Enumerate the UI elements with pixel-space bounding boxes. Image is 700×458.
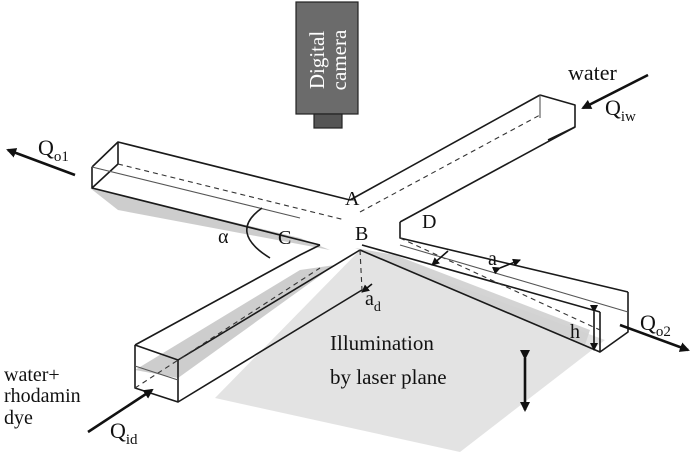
camera-label-line2: camera: [327, 29, 351, 90]
laser-plane: [215, 250, 605, 452]
dim-ad-arrow-1: [431, 250, 449, 266]
left-arm-hidden: [117, 163, 346, 221]
q-o2-label: Qo2: [640, 310, 671, 340]
dye-label-line1: water+: [4, 364, 60, 386]
angle-alpha-label: α: [218, 226, 229, 248]
point-c-label: C: [278, 227, 291, 249]
left-arm-mid-line: [91, 166, 301, 219]
outlet-o2-arrow: [619, 323, 690, 352]
camera-body: [295, 1, 359, 115]
lower-arm-top-edge: [134, 244, 321, 346]
point-d-label: D: [422, 211, 436, 233]
dim-ad-label: ad: [365, 288, 381, 315]
point-b-label: B: [355, 223, 368, 245]
point-a-label: A: [345, 188, 360, 210]
q-iw-label: Qiw: [605, 95, 636, 125]
dim-h-label: h: [570, 321, 580, 343]
upper-arm-hidden: [359, 114, 541, 213]
q-id-label: Qid: [110, 418, 138, 448]
lower-arm-bottom-edge: [177, 289, 363, 403]
right-arm-front-top: [361, 244, 601, 313]
right-arm-end-face: [599, 292, 629, 353]
illumination-line2: by laser plane: [330, 365, 447, 389]
camera-label: Digital camera: [305, 29, 351, 90]
angle-arc: [246, 207, 271, 259]
left-arm-top-edge: [91, 141, 351, 201]
dye-label-line2: rhodamin: [4, 385, 81, 407]
center-vertical-hidden: [359, 249, 363, 291]
dim-a-arrow: [492, 258, 521, 275]
outlet-o1-arrow: [6, 148, 76, 177]
lower-arm-hidden: [134, 267, 321, 389]
illumination-line1: Illumination: [330, 331, 434, 355]
dim-ad-arrow-2: [361, 283, 373, 293]
q-o1-label: Qo1: [38, 135, 69, 165]
camera-label-line1: Digital: [305, 31, 329, 89]
right-arm-hidden: [399, 237, 601, 331]
right-arm-bottom-edge: [359, 249, 601, 353]
dim-a-label: a: [488, 248, 497, 270]
water-label: water: [568, 60, 618, 85]
left-arm-front-edge: [91, 187, 321, 246]
upper-arm-near-edge: [349, 94, 541, 201]
inlet-iw-arrow: [581, 73, 649, 110]
dye-stream-left: [90, 188, 330, 250]
camera-lens: [313, 113, 343, 129]
right-arm-mid-line: [399, 244, 629, 313]
left-arm-end-face: [91, 142, 119, 189]
lower-arm-front-edge: [177, 249, 361, 361]
lower-arm-mid-line: [134, 365, 179, 381]
dye-label-line3: dye: [4, 407, 33, 429]
upper-arm-far-edge: [399, 126, 576, 223]
dye-stream-inlet: [135, 265, 335, 378]
upper-arm-end-face: [539, 94, 576, 141]
inlet-id-arrow: [87, 388, 154, 434]
